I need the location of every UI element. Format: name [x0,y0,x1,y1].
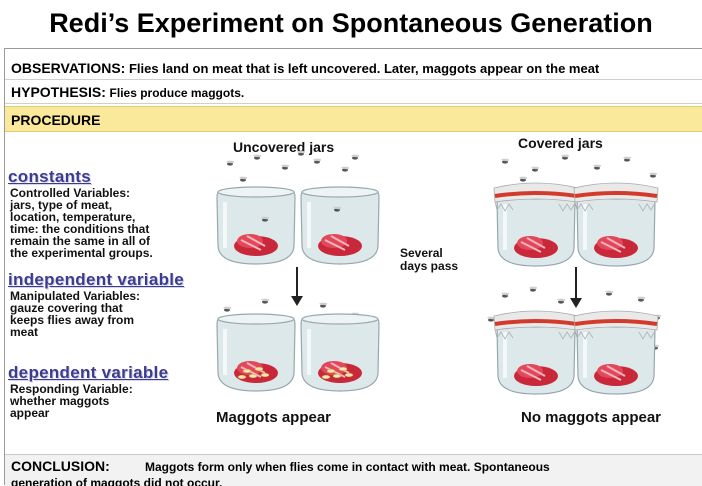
uncovered-result-caption: Maggots appear [216,409,331,426]
meat-icon [234,234,362,256]
observations-text: Flies land on meat that is left uncovere… [129,61,599,76]
dependent-line-3: appear [10,407,230,419]
observations-label: OBSERVATIONS: [11,60,125,76]
hypothesis-label: HYPOTHESIS: [11,84,106,100]
procedure-label: PROCEDURE [11,112,100,128]
dependent-variable-description: Responding Variable: whether maggots app… [10,383,230,419]
covered-jars-heading: Covered jars [518,135,603,151]
page-title: Redi’s Experiment on Spontaneous Generat… [0,0,702,46]
constants-line-6: the experimental groups. [10,247,230,259]
conclusion-label: CONCLUSION: [11,459,145,474]
procedure-row: PROCEDURE [5,106,702,132]
fly-icon [501,155,657,182]
constants-description: Controlled Variables: jars, type of meat… [10,187,230,259]
hypothesis-text: Flies produce maggots. [110,86,245,100]
jar-illustration [205,150,700,408]
conclusion-row: CONCLUSION: Maggots form only when flies… [5,454,702,486]
independent-variable-description: Manipulated Variables: gauze covering th… [10,290,230,338]
down-arrow-icon [570,267,582,308]
independent-line-3: keeps flies away from [10,314,230,326]
conclusion-line-1: Maggots form only when flies come in con… [145,460,550,474]
meat-icon [514,364,638,386]
down-arrow-icon [291,267,303,306]
meat-icon [514,236,638,258]
fly-icon [226,151,359,182]
constants-title: constants [8,167,91,187]
meat-icon [234,361,362,383]
observations-row: OBSERVATIONS: Flies land on meat that is… [5,56,702,80]
hypothesis-row: HYPOTHESIS: Flies produce maggots. [5,80,702,104]
dependent-variable-title: dependent variable [8,363,168,383]
conclusion-line-2: generation of maggots did not occur. [11,476,222,486]
covered-result-caption: No maggots appear [521,409,661,426]
independent-variable-title: independent variable [8,270,184,290]
independent-line-4: meat [10,326,230,338]
